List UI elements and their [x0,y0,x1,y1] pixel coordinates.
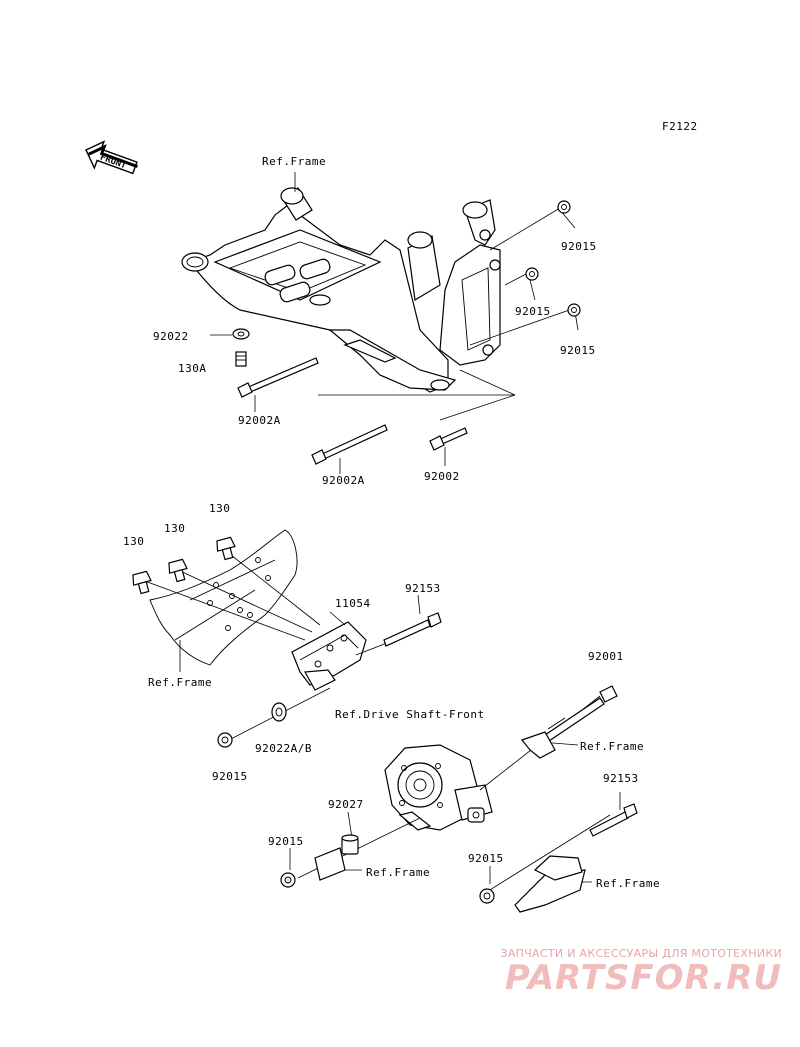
label-92022: 92022 [153,330,189,343]
label-ref-frame-lower-left: Ref.Frame [366,866,430,879]
label-92002A-a: 92002A [238,414,281,427]
label-ref-frame-middle: Ref.Frame [148,676,212,689]
label-92027: 92027 [328,798,364,811]
frame-plate [149,529,298,666]
label-130-c: 130 [209,502,230,515]
frame-cradle [181,187,501,393]
label-92022AB: 92022A/B [255,742,312,755]
middle-fasteners [132,536,442,748]
watermark-tagline: ЗАПЧАСТИ И АКСЕССУАРЫ ДЛЯ МОТОТЕХНИКИ [500,947,782,960]
label-92002: 92002 [424,470,460,483]
label-ref-frame-lower-right: Ref.Frame [596,877,660,890]
mount-bracket-11054 [291,621,367,691]
label-92015-a: 92015 [561,240,597,253]
label-ref-frame-top: Ref.Frame [262,155,326,168]
label-92002A-b: 92002A [322,474,365,487]
watermark-brand: PARTSFOR.RU [504,958,782,998]
bottom-fasteners [280,685,638,913]
label-92001: 92001 [588,650,624,663]
top-fasteners [232,200,581,465]
watermark: ЗАПЧАСТИ И АКСЕССУАРЫ ДЛЯ МОТОТЕХНИКИ PA… [452,947,782,996]
label-92153-a: 92153 [405,582,441,595]
label-92015-f: 92015 [468,852,504,865]
label-130A: 130A [178,362,207,375]
figure-code: F2122 [662,120,698,133]
middle-leader-lines [141,547,421,743]
label-11054: 11054 [335,597,371,610]
label-ref-frame-right: Ref.Frame [580,740,644,753]
top-leader-lines [210,172,579,474]
label-ref-drive-shaft: Ref.Drive Shaft-Front [335,708,485,721]
label-92015-d: 92015 [212,770,248,783]
label-92015-b: 92015 [515,305,551,318]
front-differential [384,744,493,831]
label-130-b: 130 [164,522,185,535]
label-92015-e: 92015 [268,835,304,848]
front-arrow-icon: FRONT [85,140,138,175]
label-92153-b: 92153 [603,772,639,785]
label-92015-c: 92015 [560,344,596,357]
label-130-a: 130 [123,535,144,548]
